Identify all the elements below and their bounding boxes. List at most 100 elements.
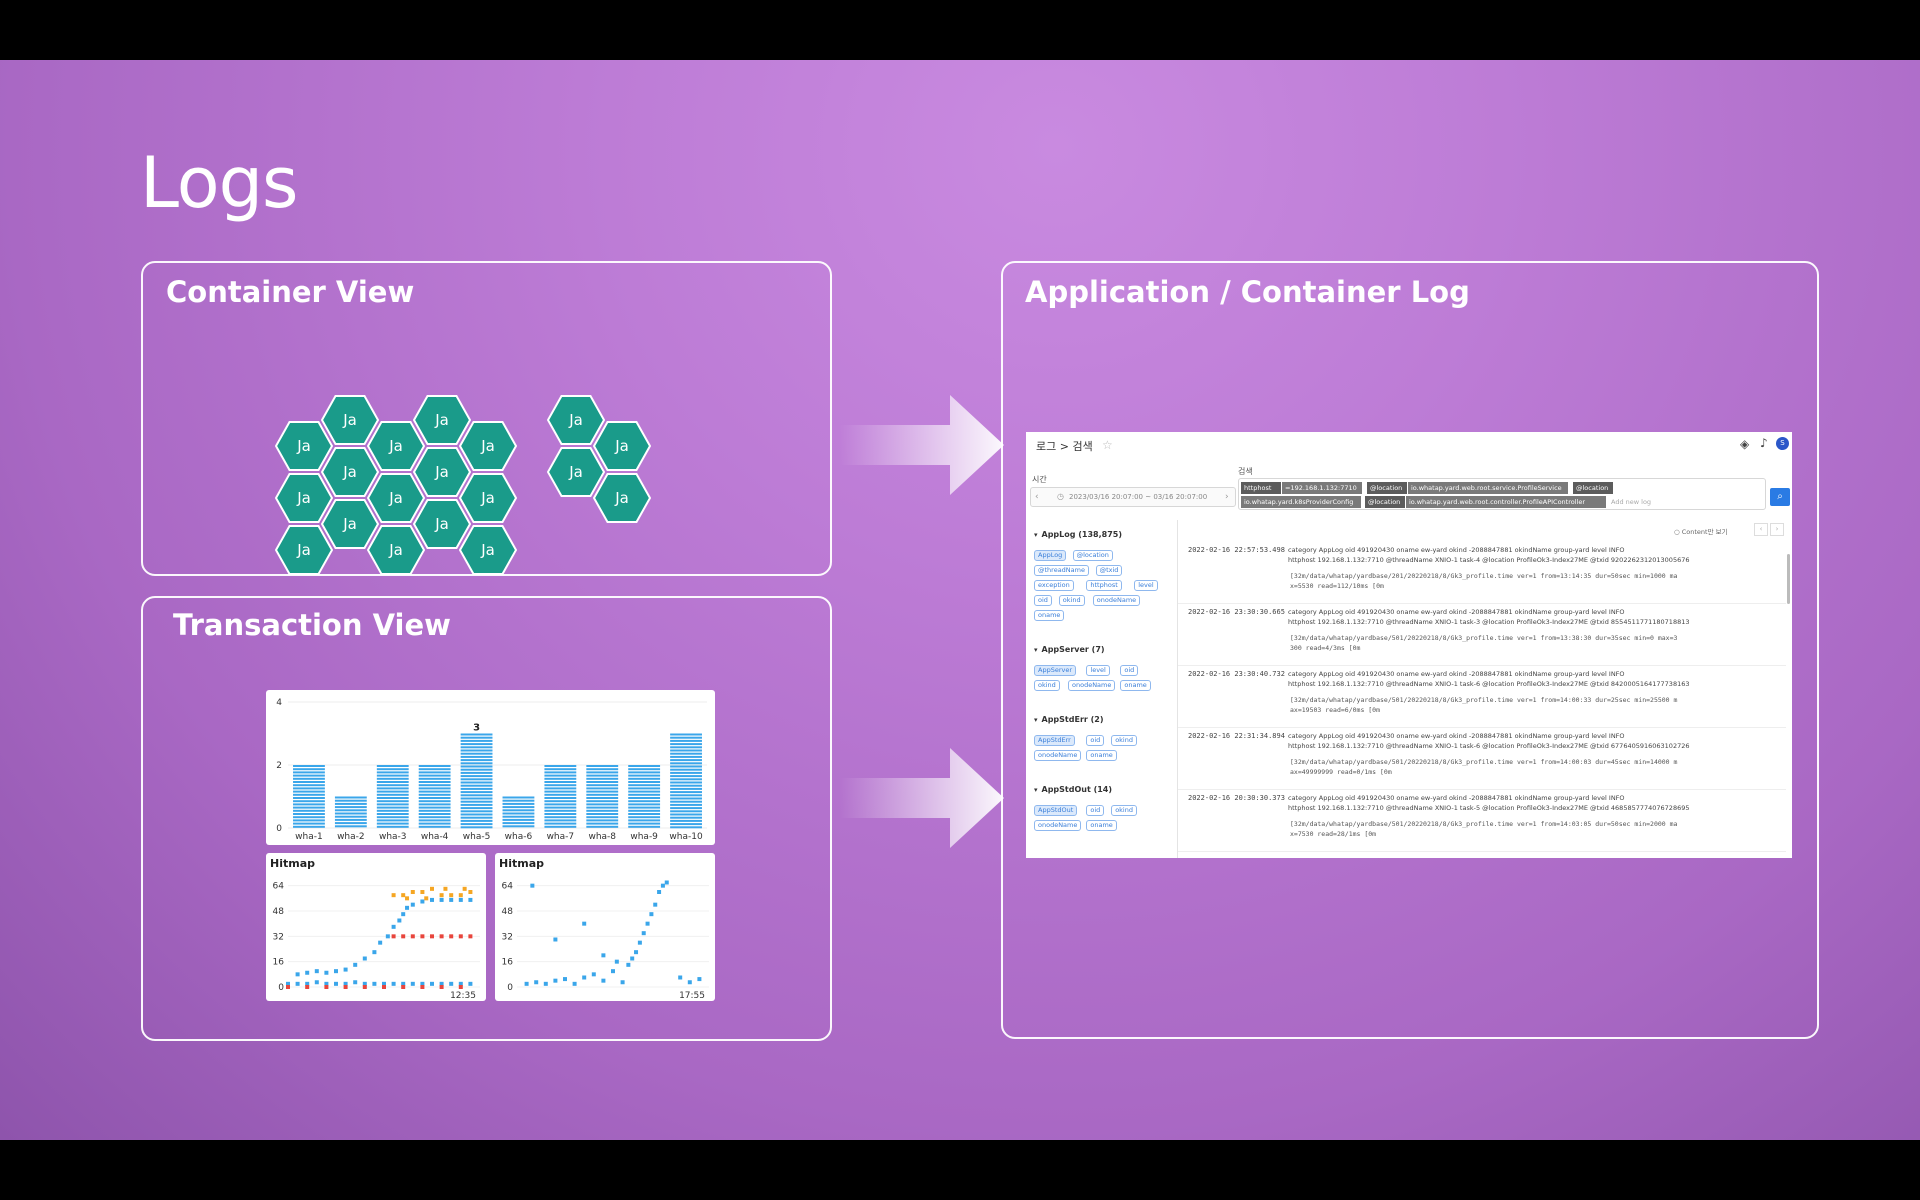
- category-sidebar: ▾AppLog (138,875) AppLog @location @threadN…: [1026, 520, 1178, 858]
- bookmark-icon[interactable]: ☆: [1102, 438, 1113, 452]
- field-tag[interactable]: oname: [1034, 610, 1065, 621]
- field-tag[interactable]: onodeName: [1092, 595, 1141, 606]
- next-page-button[interactable]: ›: [1770, 523, 1784, 536]
- log-message: [32m/data/whatap/yardbase/501/20220218/8…: [1290, 696, 1678, 704]
- date-range-picker[interactable]: ‹ ◷ 2023/03/16 20:07:00 ~ 03/16 20:07:00…: [1030, 487, 1236, 507]
- hitmap-title-2: Hitmap: [499, 857, 544, 870]
- field-tag[interactable]: oid: [1086, 735, 1105, 746]
- hitmap-point: [458, 897, 463, 902]
- container-hex[interactable]: Ja: [413, 447, 471, 497]
- chevron-right-icon[interactable]: ›: [1225, 492, 1229, 502]
- container-hex[interactable]: Ja: [413, 499, 471, 549]
- field-tag[interactable]: oname: [1120, 680, 1151, 691]
- hitmap-point: [410, 890, 415, 894]
- container-hex[interactable]: Ja: [459, 421, 517, 471]
- y-tick-label: 32: [502, 932, 513, 942]
- hitmap-point: [430, 897, 434, 902]
- filter-chip[interactable]: @location: [1367, 482, 1407, 494]
- category-group-header[interactable]: ▾AppStdOut (14): [1034, 785, 1112, 794]
- log-timestamp: 2022-02-16 23:30:40.732: [1188, 670, 1285, 678]
- field-tag[interactable]: level: [1134, 580, 1158, 591]
- filter-chip[interactable]: =192.168.1.132:7710: [1282, 482, 1362, 494]
- theme-icon[interactable]: ◈: [1740, 437, 1750, 451]
- container-hex[interactable]: Ja: [459, 473, 517, 523]
- y-tick-label: 64: [273, 882, 285, 892]
- container-hex[interactable]: Ja: [275, 525, 333, 575]
- container-hex[interactable]: Ja: [367, 525, 425, 575]
- filter-chip[interactable]: io.whatap.yard.k8sProviderConfig: [1241, 496, 1361, 508]
- content-only-label: Content만 보기: [1681, 528, 1728, 536]
- field-tag[interactable]: okind: [1111, 735, 1137, 746]
- category-group-header[interactable]: ▾AppStdErr (2): [1034, 715, 1104, 724]
- container-hex[interactable]: Ja: [321, 499, 379, 549]
- field-tag[interactable]: okind: [1111, 805, 1137, 816]
- container-hex[interactable]: Ja: [275, 473, 333, 523]
- letterbox-top: [0, 0, 1920, 60]
- field-tag[interactable]: oid: [1034, 595, 1052, 606]
- hitmap-point: [401, 981, 406, 986]
- category-group-header[interactable]: ▾AppServer (7): [1034, 645, 1105, 654]
- field-tag[interactable]: level: [1086, 665, 1110, 676]
- bell-icon[interactable]: ♪: [1760, 436, 1768, 450]
- field-tag[interactable]: AppStdErr: [1034, 735, 1075, 746]
- container-hex[interactable]: Ja: [593, 421, 651, 471]
- container-hex[interactable]: Ja: [413, 395, 471, 445]
- scrollbar[interactable]: [1787, 554, 1790, 604]
- container-hex[interactable]: Ja: [547, 395, 605, 445]
- field-tag[interactable]: oid: [1120, 665, 1139, 676]
- container-hex[interactable]: Ja: [367, 421, 425, 471]
- field-tag[interactable]: exception: [1034, 580, 1074, 591]
- filter-chip[interactable]: @location: [1573, 482, 1613, 494]
- field-tag[interactable]: onodeName: [1068, 680, 1116, 691]
- filter-chip[interactable]: @location: [1365, 496, 1405, 508]
- field-tag[interactable]: @threadName: [1034, 565, 1089, 576]
- field-tag[interactable]: oname: [1086, 820, 1117, 831]
- category-group-header[interactable]: ▾AppLog (138,875): [1034, 530, 1122, 539]
- field-tag[interactable]: AppLog: [1034, 550, 1067, 561]
- filter-chip[interactable]: httphost: [1241, 482, 1281, 494]
- container-hex[interactable]: Ja: [275, 421, 333, 471]
- field-tag[interactable]: onodeName: [1034, 750, 1082, 761]
- chevron-left-icon[interactable]: ‹: [1035, 492, 1039, 502]
- field-tag[interactable]: onodeName: [1034, 820, 1082, 831]
- search-button[interactable]: ⌕: [1770, 488, 1790, 506]
- container-hex[interactable]: Ja: [321, 395, 379, 445]
- field-tag[interactable]: @txid: [1095, 565, 1123, 576]
- log-fields-line: category AppLog oid 491920430 oname ew-y…: [1288, 546, 1625, 554]
- prev-page-button[interactable]: ‹: [1754, 523, 1768, 536]
- hitmap-point: [687, 980, 692, 985]
- avatar[interactable]: S: [1776, 437, 1789, 450]
- bar: [586, 765, 619, 828]
- filter-chip[interactable]: io.whatap.yard.web.root.controller.Profi…: [1406, 496, 1606, 508]
- container-view-title: Container View: [166, 275, 415, 309]
- field-tag[interactable]: AppStdOut: [1034, 805, 1078, 816]
- chevron-down-icon: ▾: [1034, 646, 1038, 654]
- container-hex[interactable]: Ja: [547, 447, 605, 497]
- transaction-view-title: Transaction View: [173, 608, 451, 642]
- hitmap-point: [353, 980, 358, 985]
- container-hex[interactable]: Ja: [593, 473, 651, 523]
- field-tag[interactable]: @location: [1072, 550, 1113, 561]
- container-hex[interactable]: Ja: [459, 525, 517, 575]
- log-message: [32m/data/whatap/yardbase/501/20220218/8…: [1290, 634, 1678, 642]
- field-tag[interactable]: oid: [1086, 805, 1105, 816]
- log-message: x=7530 read=28/1ms [0m: [1290, 830, 1377, 838]
- field-tag[interactable]: okind: [1058, 595, 1085, 606]
- field-tag[interactable]: okind: [1034, 680, 1060, 691]
- content-only-toggle[interactable]: ○ Content만 보기: [1674, 528, 1728, 536]
- field-tag[interactable]: AppServer: [1034, 665, 1077, 676]
- field-tag[interactable]: httphost: [1086, 580, 1122, 591]
- field-tag[interactable]: oname: [1086, 750, 1117, 761]
- filter-chip[interactable]: io.whatap.yard.web.root.service.ProfileS…: [1408, 482, 1568, 494]
- hex-label: Ja: [297, 541, 311, 559]
- container-hex[interactable]: Ja: [321, 447, 379, 497]
- x-tick-label: wha-8: [588, 832, 616, 842]
- filter-input[interactable]: httphost =192.168.1.132:7710 @location i…: [1238, 478, 1766, 510]
- container-hex[interactable]: Ja: [367, 473, 425, 523]
